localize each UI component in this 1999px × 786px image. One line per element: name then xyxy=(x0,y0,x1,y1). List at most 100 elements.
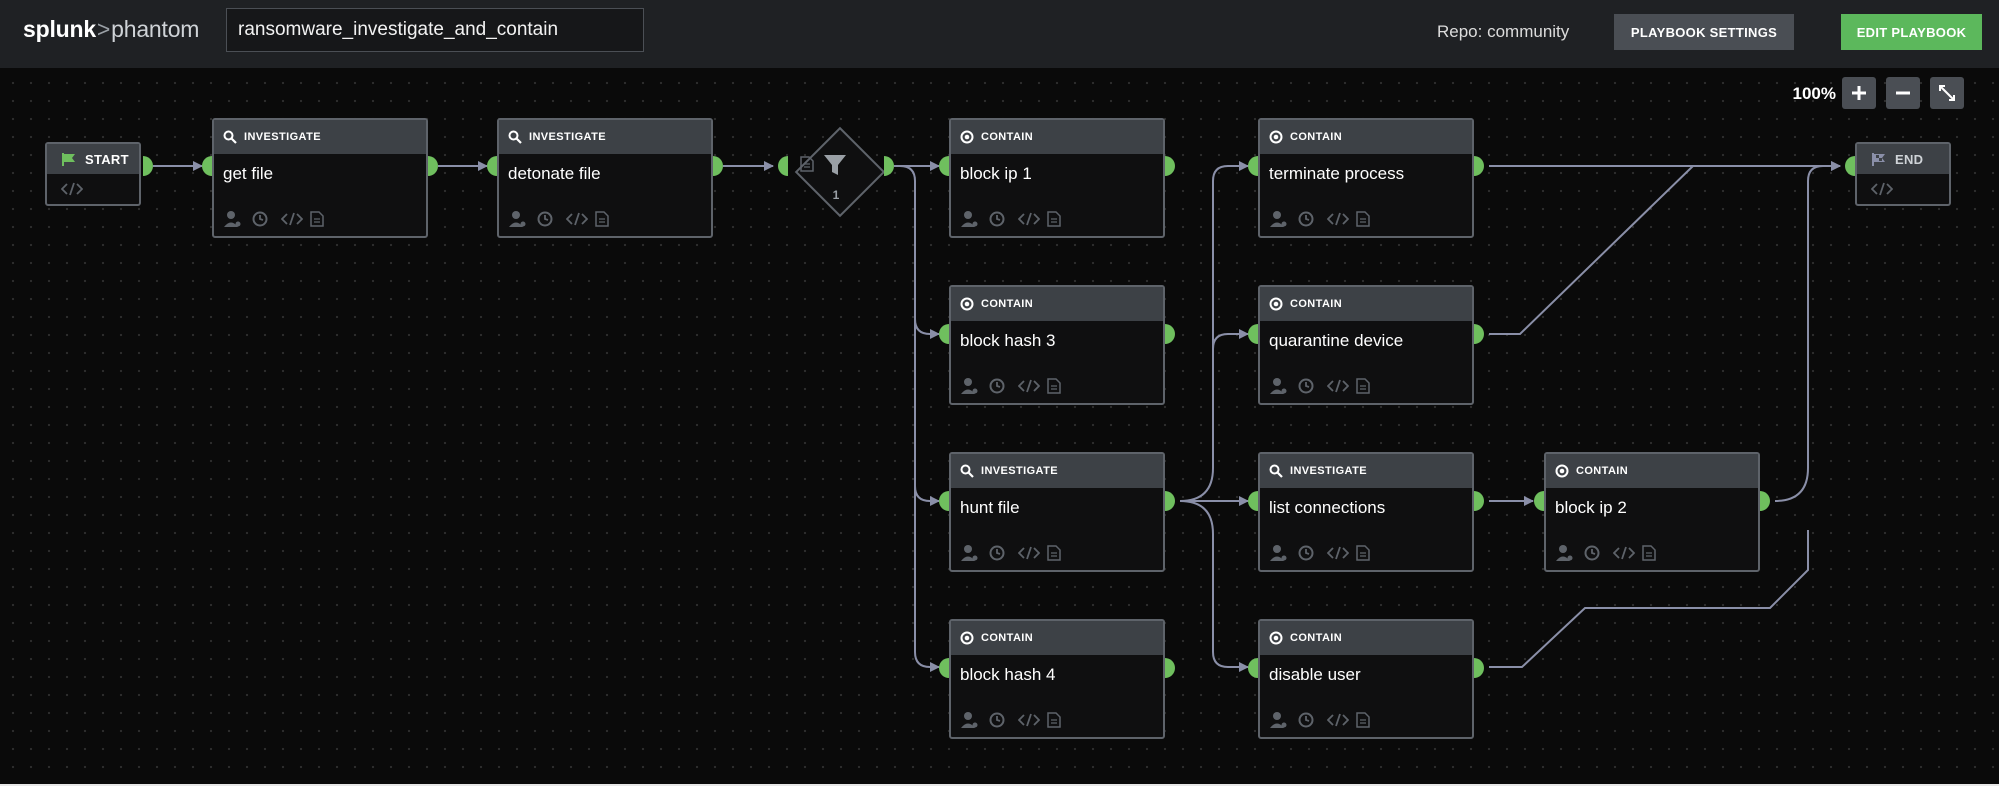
node-title: quarantine device xyxy=(1269,331,1404,350)
node-block-ip-1[interactable]: CONTAIN block ip 1 xyxy=(949,118,1165,238)
detonate-file-input-port[interactable] xyxy=(487,156,497,176)
code-icon[interactable] xyxy=(1018,544,1047,562)
list-connections-input-port[interactable] xyxy=(1248,491,1258,511)
code-icon[interactable] xyxy=(1018,711,1047,729)
node-terminate-process[interactable]: CONTAIN terminate process xyxy=(1258,118,1474,238)
decision-output-port[interactable] xyxy=(884,156,894,176)
block-hash-4-output-port[interactable] xyxy=(1165,658,1175,678)
clock-icon[interactable] xyxy=(989,210,1018,228)
edit-playbook-button[interactable]: EDIT PLAYBOOK xyxy=(1841,14,1982,50)
get-file-input-port[interactable] xyxy=(202,156,212,176)
start-output-port[interactable] xyxy=(143,156,153,176)
code-icon[interactable] xyxy=(1327,377,1356,395)
code-icon[interactable] xyxy=(1327,711,1356,729)
approver-icon[interactable] xyxy=(1269,544,1298,562)
document-icon[interactable] xyxy=(1047,377,1076,395)
disable-user-output-port[interactable] xyxy=(1474,658,1484,678)
code-icon[interactable] xyxy=(1018,377,1047,395)
document-icon[interactable] xyxy=(1047,711,1076,729)
clock-icon[interactable] xyxy=(1584,544,1613,562)
code-icon[interactable] xyxy=(566,210,595,228)
document-icon[interactable] xyxy=(1356,711,1385,729)
approver-icon[interactable] xyxy=(960,210,989,228)
node-block-hash-3[interactable]: CONTAIN block hash 3 xyxy=(949,285,1165,405)
approver-icon[interactable] xyxy=(1269,377,1298,395)
block-ip-2-output-port[interactable] xyxy=(1760,491,1770,511)
code-icon[interactable] xyxy=(1871,182,1893,196)
document-icon[interactable] xyxy=(1047,544,1076,562)
list-connections-output-port[interactable] xyxy=(1474,491,1484,511)
approver-icon[interactable] xyxy=(1269,711,1298,729)
block-hash-3-input-port[interactable] xyxy=(939,324,949,344)
clock-icon[interactable] xyxy=(1298,544,1327,562)
zoom-in-button[interactable] xyxy=(1842,77,1876,109)
zoom-out-button[interactable] xyxy=(1886,77,1920,109)
approver-icon[interactable] xyxy=(960,377,989,395)
target-icon xyxy=(1269,297,1283,311)
approver-icon[interactable] xyxy=(960,711,989,729)
block-hash-4-input-port[interactable] xyxy=(939,658,949,678)
block-ip-1-output-port[interactable] xyxy=(1165,156,1175,176)
document-icon[interactable] xyxy=(1356,377,1385,395)
node-block-ip-2[interactable]: CONTAIN block ip 2 xyxy=(1544,452,1760,572)
approver-icon[interactable] xyxy=(508,210,537,228)
node-hunt-file[interactable]: INVESTIGATE hunt file xyxy=(949,452,1165,572)
hunt-file-output-port[interactable] xyxy=(1165,491,1175,511)
node-header: CONTAIN xyxy=(1260,621,1472,655)
clock-icon[interactable] xyxy=(1298,377,1327,395)
quarantine-device-input-port[interactable] xyxy=(1248,324,1258,344)
document-icon[interactable] xyxy=(1356,210,1385,228)
document-icon[interactable] xyxy=(595,210,624,228)
get-file-output-port[interactable] xyxy=(428,156,438,176)
playbook-name-input[interactable] xyxy=(226,8,644,52)
clock-icon[interactable] xyxy=(1298,210,1327,228)
document-icon[interactable] xyxy=(800,156,814,172)
node-disable-user[interactable]: CONTAIN disable user xyxy=(1258,619,1474,739)
end-input-port[interactable] xyxy=(1845,156,1855,176)
quarantine-device-output-port[interactable] xyxy=(1474,324,1484,344)
approver-icon[interactable] xyxy=(223,210,252,228)
approver-icon[interactable] xyxy=(960,544,989,562)
end-block[interactable]: END xyxy=(1855,142,1951,206)
terminate-process-output-port[interactable] xyxy=(1474,156,1484,176)
approver-icon[interactable] xyxy=(1555,544,1584,562)
clock-icon[interactable] xyxy=(537,210,566,228)
fullscreen-button[interactable] xyxy=(1930,77,1964,109)
edge-decision-huntfile xyxy=(914,485,940,506)
plus-icon xyxy=(1852,86,1866,100)
node-get-file[interactable]: INVESTIGATE get file xyxy=(212,118,428,238)
disable-user-input-port[interactable] xyxy=(1248,658,1258,678)
node-list-connections[interactable]: INVESTIGATE list connections xyxy=(1258,452,1474,572)
node-type-label: CONTAIN xyxy=(981,632,1034,644)
decision-filter-block[interactable]: 1 xyxy=(790,122,886,218)
code-icon[interactable] xyxy=(1327,210,1356,228)
code-icon[interactable] xyxy=(1018,210,1047,228)
document-icon[interactable] xyxy=(310,210,339,228)
splunk-phantom-logo[interactable]: splunk>phantom xyxy=(23,16,200,42)
code-icon[interactable] xyxy=(1613,544,1642,562)
node-block-hash-4[interactable]: CONTAIN block hash 4 xyxy=(949,619,1165,739)
clock-icon[interactable] xyxy=(1298,711,1327,729)
code-icon[interactable] xyxy=(1327,544,1356,562)
clock-icon[interactable] xyxy=(989,377,1018,395)
clock-icon[interactable] xyxy=(989,711,1018,729)
block-ip-1-input-port[interactable] xyxy=(939,156,949,176)
document-icon[interactable] xyxy=(1356,544,1385,562)
block-hash-3-output-port[interactable] xyxy=(1165,324,1175,344)
approver-icon[interactable] xyxy=(1269,210,1298,228)
decision-input-port[interactable] xyxy=(778,156,788,176)
code-icon[interactable] xyxy=(281,210,310,228)
clock-icon[interactable] xyxy=(252,210,281,228)
terminate-process-input-port[interactable] xyxy=(1248,156,1258,176)
document-icon[interactable] xyxy=(1642,544,1671,562)
node-quarantine-device[interactable]: CONTAIN quarantine device xyxy=(1258,285,1474,405)
start-block[interactable]: START xyxy=(45,142,141,206)
block-ip-2-input-port[interactable] xyxy=(1534,491,1544,511)
detonate-file-output-port[interactable] xyxy=(713,156,723,176)
playbook-settings-button[interactable]: PLAYBOOK SETTINGS xyxy=(1614,14,1794,50)
code-icon[interactable] xyxy=(61,182,83,196)
node-detonate-file[interactable]: INVESTIGATE detonate file xyxy=(497,118,713,238)
hunt-file-input-port[interactable] xyxy=(939,491,949,511)
clock-icon[interactable] xyxy=(989,544,1018,562)
document-icon[interactable] xyxy=(1047,210,1076,228)
